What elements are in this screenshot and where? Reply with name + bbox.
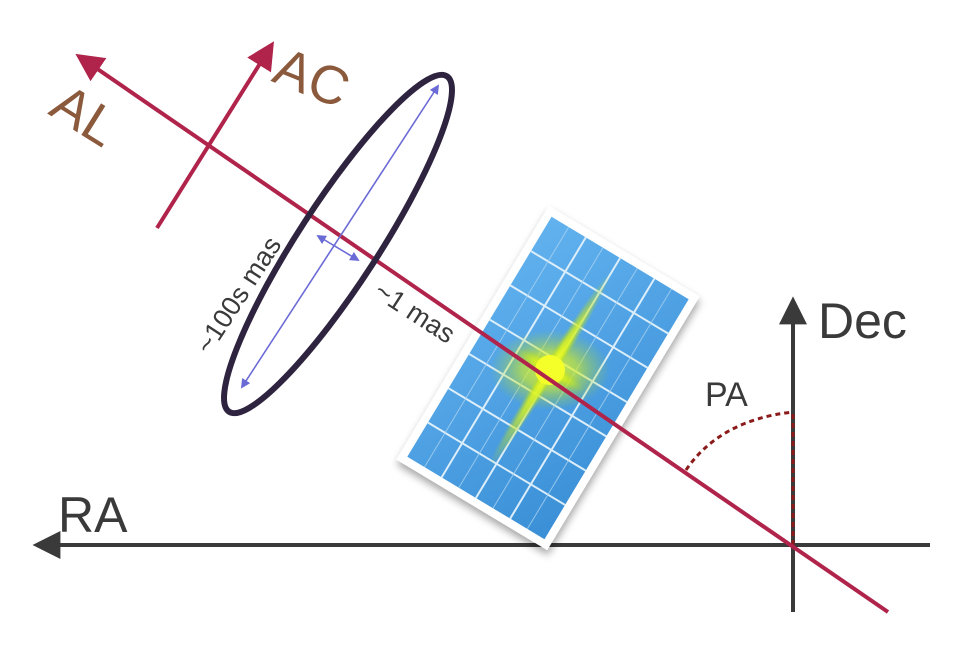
ac-axis bbox=[155, 41, 274, 230]
ac-label: AC bbox=[266, 36, 358, 120]
al-label: AL bbox=[41, 73, 129, 159]
ra-label: RA bbox=[58, 487, 128, 543]
pa-label: PA bbox=[705, 376, 748, 414]
minor-axis-arrow bbox=[316, 235, 360, 261]
pa-arc bbox=[684, 410, 794, 471]
dec-label: Dec bbox=[818, 293, 907, 349]
major-axis-arrow bbox=[240, 84, 440, 389]
star-image-icon bbox=[488, 272, 612, 468]
al-scan-axis bbox=[75, 53, 890, 614]
